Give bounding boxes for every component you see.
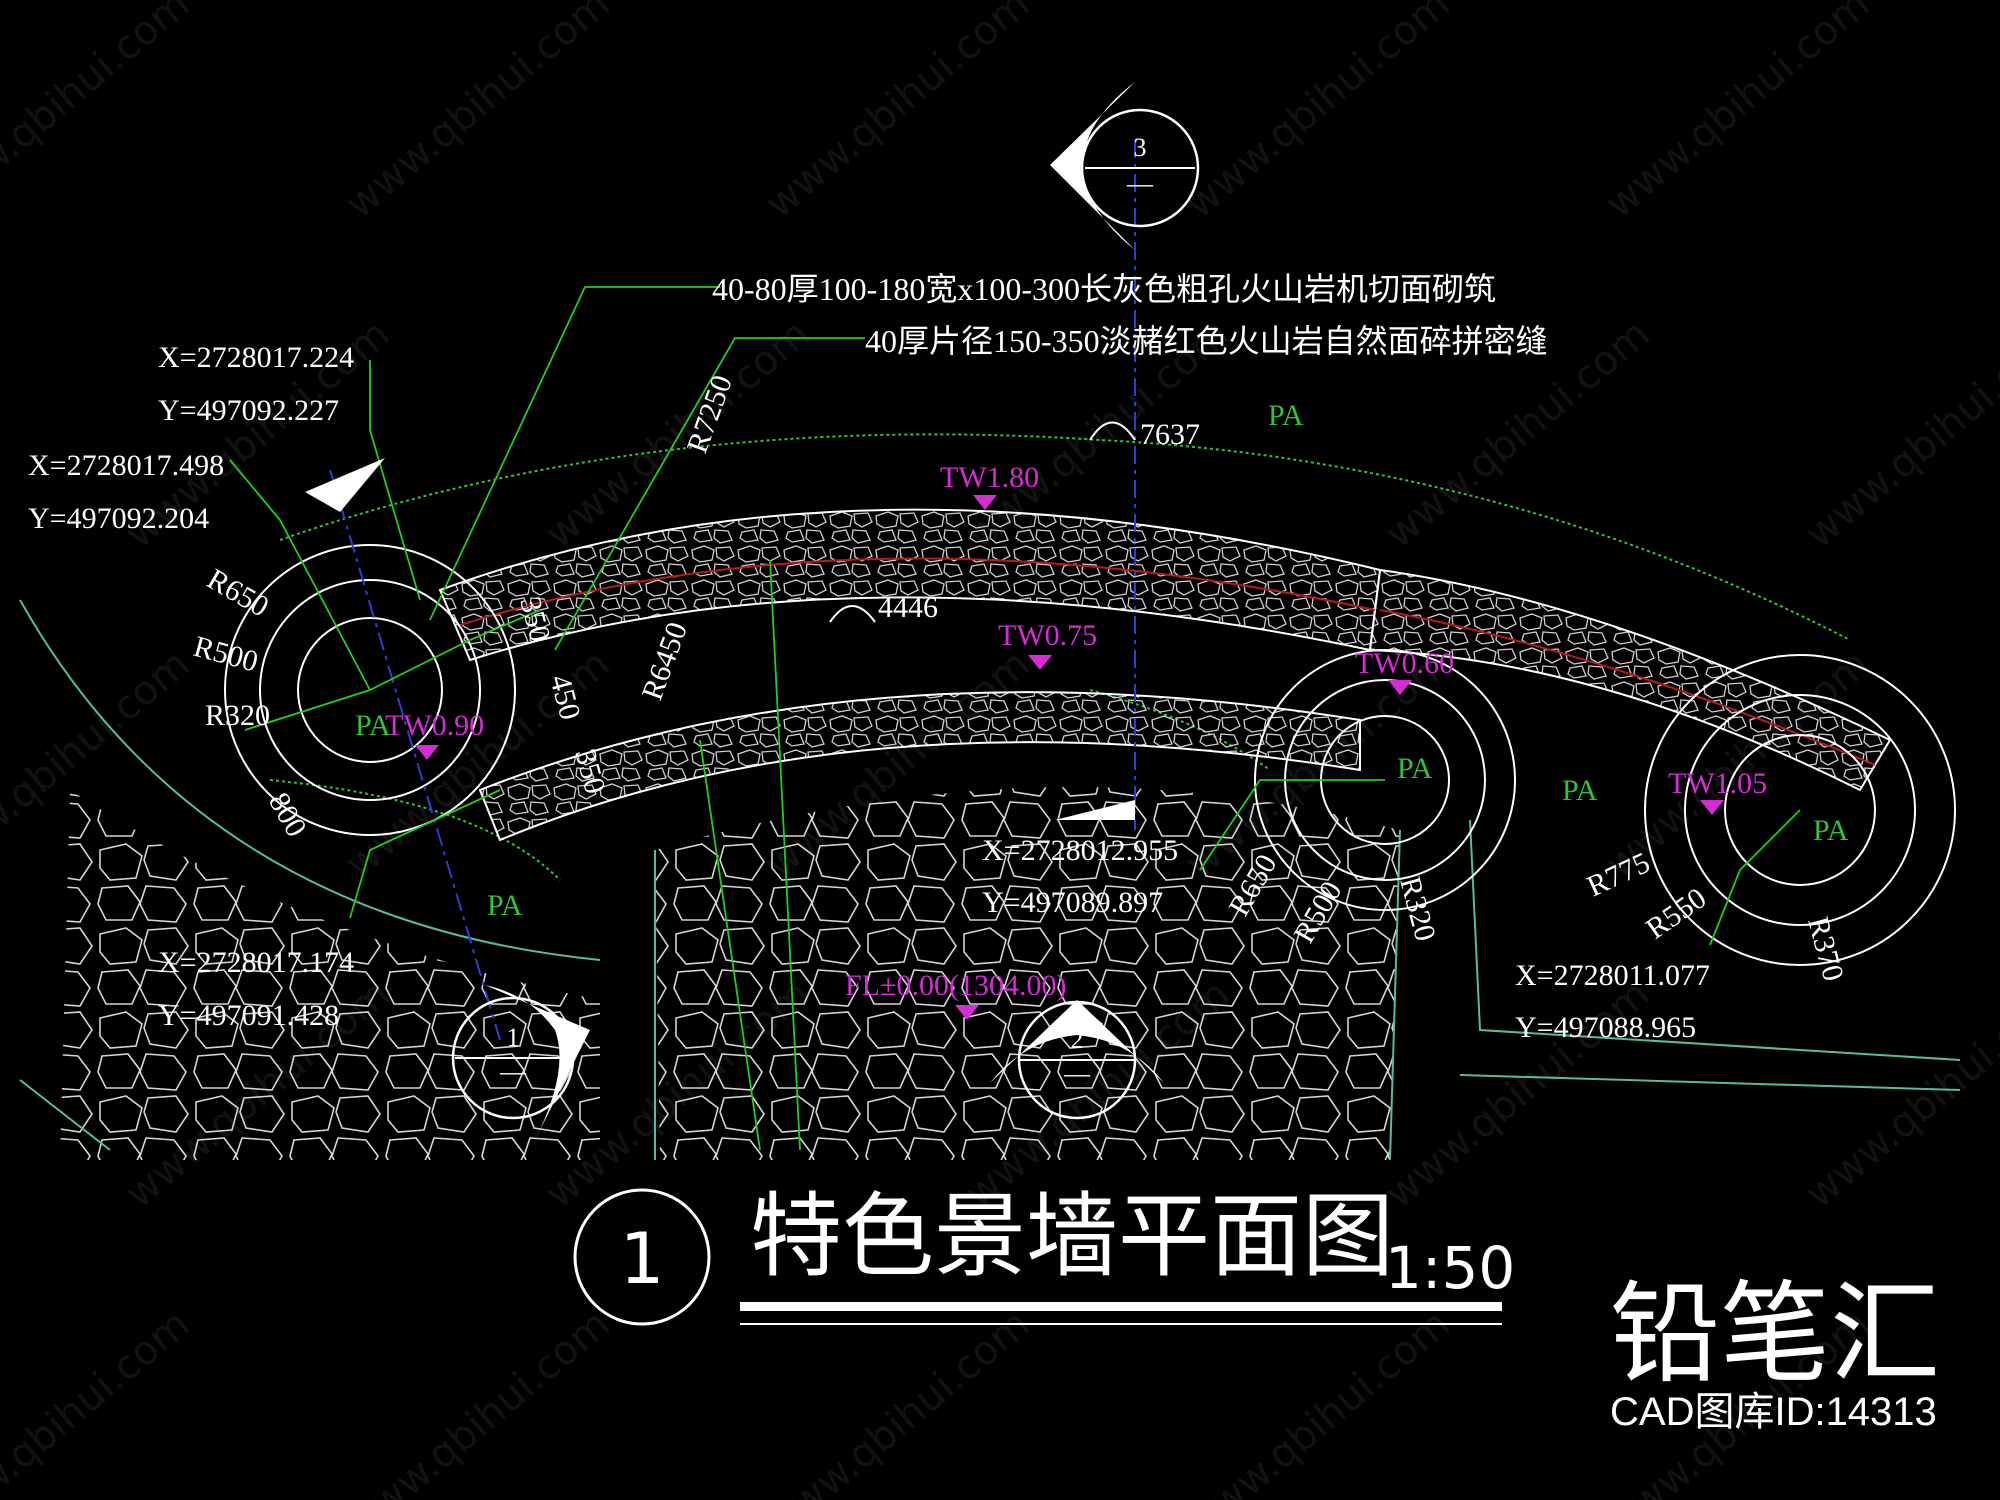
elevation-labels: TW1.80 TW0.75 TW0.90 TW0.60 TW1.05 FL±0.… <box>385 461 1767 1002</box>
radius-right-inner: R370 <box>1801 913 1850 984</box>
coord-2-y: Y=497092.204 <box>28 502 209 535</box>
pa-label-6: PA <box>1813 814 1849 847</box>
coord-1-x: X=2728017.224 <box>158 341 354 374</box>
title-scale: 1:50 <box>1385 1234 1515 1302</box>
title-text: 特色景墙平面图 <box>750 1183 1394 1290</box>
arc-symbols <box>829 421 1136 623</box>
coord-3-x: X=2728017.174 <box>158 946 354 979</box>
title-number-circle <box>573 1188 711 1326</box>
feature-wall <box>438 508 1892 842</box>
elev-tw-left: TW0.90 <box>385 709 484 742</box>
radius-left-mid: R500 <box>190 630 261 679</box>
coord-1-y: Y=497092.227 <box>158 394 339 427</box>
title-underline-thick <box>740 1302 1502 1311</box>
radius-left-outer: R650 <box>202 562 275 623</box>
section-marker-3-sub: — <box>1126 169 1154 198</box>
paving-left <box>60 790 600 1160</box>
elev-tw-top: TW1.80 <box>940 461 1039 494</box>
leader-lines <box>229 286 1801 1151</box>
pa-label-4: PA <box>1397 752 1433 785</box>
title-number: 1 <box>620 1218 665 1300</box>
brand-logo: 铅笔汇 <box>1610 1270 1940 1398</box>
radius-right-mid: R550 <box>1640 881 1712 945</box>
coord-4-x: X=2728012.955 <box>982 834 1178 867</box>
elev-floor: FL±0.00(1304.00) <box>845 969 1066 1002</box>
elev-tw-mid: TW0.75 <box>998 619 1097 652</box>
watermark-text: www.qbihui.com <box>1377 971 1659 1218</box>
pa-label-1: PA <box>1268 399 1304 432</box>
material-note-1: 40-80厚100-180宽x100-300长灰色粗孔火山岩机切面砌筑 <box>712 271 1496 307</box>
watermark-text: www.qbihui.com <box>0 1301 198 1500</box>
planter-left <box>224 544 516 836</box>
radius-arc-inner: R6450 <box>636 618 694 704</box>
coord-2-x: X=2728017.498 <box>28 449 224 482</box>
section-marker-1: 1 — <box>305 458 590 1140</box>
watermark-text: www.qbihui.com <box>1797 311 2000 558</box>
cad-id: CAD图库ID:14313 <box>1610 1390 1937 1434</box>
title-block: 1 特色景墙平面图 1:50 <box>573 1183 1515 1326</box>
section-marker-2-num: 2 <box>1071 1025 1084 1054</box>
coord-4-y: Y=497089.897 <box>982 886 1163 919</box>
planting-labels: PA PA PA PA PA PA PA <box>355 399 1849 922</box>
section-marker-1-num: 1 <box>507 1023 520 1052</box>
elev-tw-right: TW1.05 <box>1668 767 1767 800</box>
material-note-2: 40厚片径150-350淡赭红色火山岩自然面碎拼密缝 <box>865 323 1548 359</box>
watermark-text: www.qbihui.com <box>0 0 198 228</box>
elev-tw-midcircle: TW0.60 <box>1355 647 1454 680</box>
watermark-text: www.qbihui.com <box>1177 1301 1459 1500</box>
title-underline-thin <box>740 1323 1502 1325</box>
coordinate-labels: X=2728017.224 Y=497092.227 X=2728017.498… <box>28 341 1710 1044</box>
planter-right <box>1644 654 1956 966</box>
watermark-text: www.qbihui.com <box>1797 971 2000 1218</box>
watermark-text: www.qbihui.com <box>1177 0 1459 228</box>
watermark-text: www.qbihui.com <box>757 1301 1039 1500</box>
section-marker-2-sub: — <box>1063 1059 1091 1088</box>
paving-area <box>60 787 1400 1160</box>
pa-label-5: PA <box>1562 774 1598 807</box>
coord-5-x: X=2728011.077 <box>1515 959 1710 992</box>
elevation-markers <box>415 495 1724 1020</box>
radius-mid-inner: R320 <box>1393 873 1442 944</box>
dim-arc-top: 7637 <box>1140 418 1200 451</box>
radius-left-inner: R320 <box>205 699 270 732</box>
circular-planters <box>224 544 1956 966</box>
boundary-lines <box>19 599 1961 1161</box>
dim-arc-mid: 4446 <box>878 591 938 624</box>
watermark-text: www.qbihui.com <box>757 0 1039 228</box>
section-marker-2: 2 — <box>990 1000 1164 1120</box>
coord-3-y: Y=497091.428 <box>158 999 339 1032</box>
wall-band-lower <box>478 691 1361 842</box>
watermark-text: www.qbihui.com <box>337 0 619 228</box>
section-marker-3-num: 3 <box>1134 133 1147 162</box>
watermark-text: www.qbihui.com <box>337 1301 619 1500</box>
wall-centerline-red <box>459 557 1376 626</box>
coord-5-y: Y=497088.965 <box>1515 1011 1696 1044</box>
section-marker-3: 3 — <box>1050 82 1200 820</box>
pa-label-3: PA <box>487 889 523 922</box>
watermark-text: www.qbihui.com <box>1597 0 1879 228</box>
pa-label-2: PA <box>355 709 391 742</box>
section-marker-1-sub: — <box>499 1057 527 1086</box>
centerlines <box>329 140 1136 1041</box>
paving-center <box>655 787 1400 1160</box>
